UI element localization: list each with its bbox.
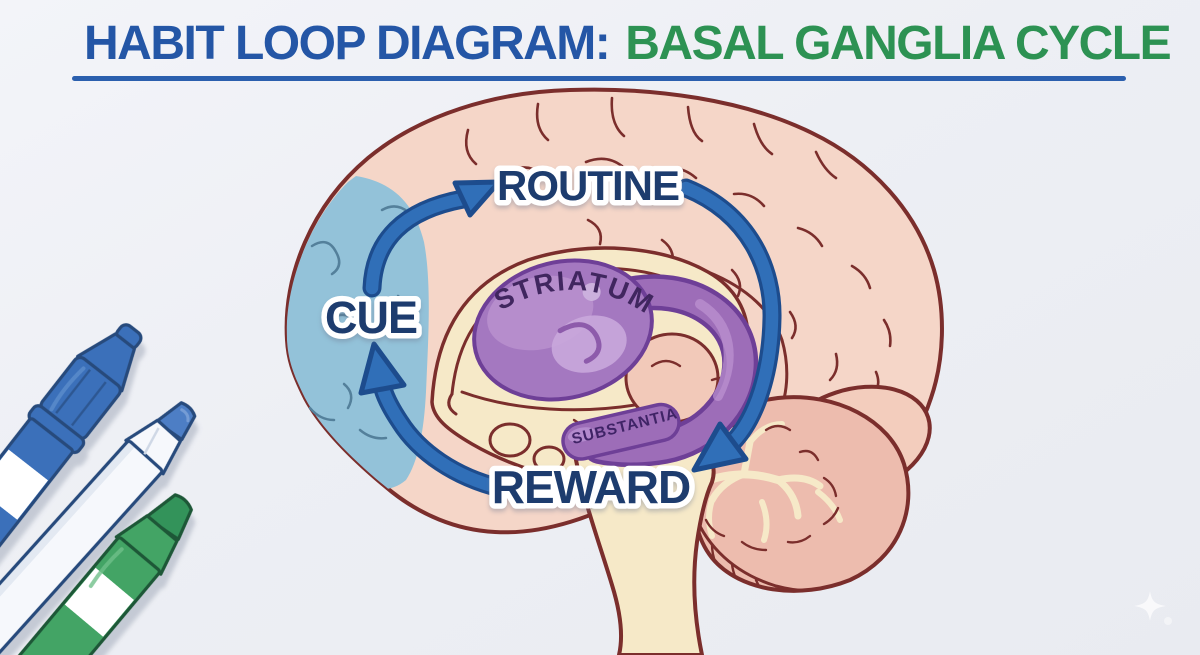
label-cue: CUE	[325, 292, 417, 343]
striatum-shape	[472, 258, 759, 467]
label-routine: ROUTINE	[497, 162, 679, 209]
page-title: HABIT LOOP DIAGRAM: BASAL GANGLIA CYCLE	[84, 17, 1172, 70]
marker-icons	[0, 323, 197, 655]
title-underline	[72, 76, 1126, 81]
arrow-routine-to-reward	[676, 178, 782, 473]
green-marker-icon	[0, 493, 193, 655]
substantia-pill	[561, 402, 681, 461]
arrow-cue-to-routine	[362, 179, 502, 298]
blue-marker-icon	[0, 323, 143, 655]
white-marker-icon	[0, 401, 197, 655]
arrow-reward-to-cue	[358, 341, 510, 498]
sparkle-icon	[1134, 591, 1172, 625]
habit-cycle-arrows	[358, 178, 782, 498]
frontal-sulci-lines	[308, 205, 410, 440]
label-reward: REWARD	[492, 461, 690, 513]
title-part-green: BASAL GANGLIA CYCLE	[625, 17, 1171, 70]
title-part-blue: HABIT LOOP DIAGRAM:	[84, 17, 611, 70]
